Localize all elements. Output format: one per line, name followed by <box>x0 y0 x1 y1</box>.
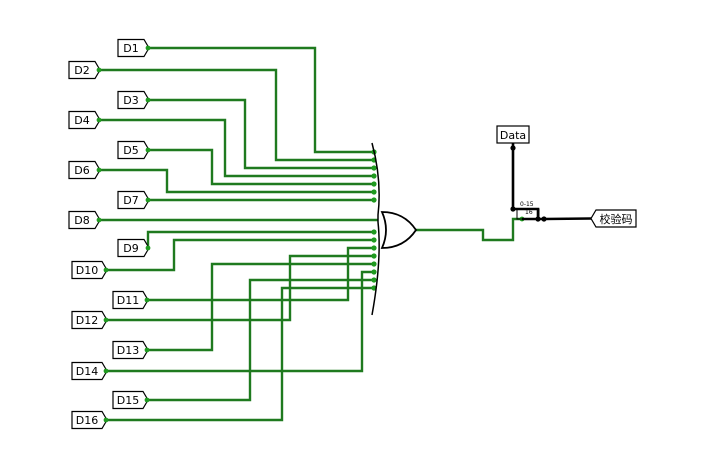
pin-output-dot <box>103 368 109 374</box>
wire-16[interactable] <box>106 286 374 422</box>
gate-output-wire[interactable] <box>416 217 522 242</box>
or-gate[interactable] <box>371 142 418 316</box>
or-gate-body <box>380 211 418 249</box>
gate-input-dot-10 <box>371 237 377 243</box>
input-pin-d2[interactable]: D2 <box>68 60 102 80</box>
pin-output-dot <box>144 397 150 403</box>
input-pin-label: D8 <box>74 214 89 227</box>
wire-4[interactable] <box>99 118 374 178</box>
input-pin-label: D1 <box>123 42 138 55</box>
data-pin[interactable]: Data <box>496 125 530 144</box>
wire-11[interactable] <box>147 246 374 302</box>
wire-10[interactable] <box>106 238 374 272</box>
gate-input-dot-4 <box>371 173 377 179</box>
wires <box>99 46 525 422</box>
input-pin-d3[interactable]: D3 <box>117 90 151 110</box>
splitter-range-label: 0-15 <box>520 201 534 208</box>
wire-13[interactable] <box>147 262 374 352</box>
pin-output-dot <box>103 267 109 273</box>
bus-junction-dot <box>541 216 547 222</box>
input-pin-d6[interactable]: D6 <box>68 160 102 180</box>
gate-input-dot-12 <box>371 253 377 259</box>
wire-15[interactable] <box>147 278 374 402</box>
pin-output-dot <box>103 317 109 323</box>
input-pin-d1[interactable]: D1 <box>117 38 151 58</box>
input-pin-label: D16 <box>76 414 98 427</box>
splitter[interactable]: 0-15 16 <box>520 201 534 216</box>
input-pin-d8[interactable]: D8 <box>68 210 102 230</box>
input-pin-d10[interactable]: D10 <box>71 260 109 280</box>
gate-input-dot-14 <box>371 269 377 275</box>
wire-14[interactable] <box>106 270 374 373</box>
input-pin-d9[interactable]: D9 <box>117 238 151 258</box>
wire-2[interactable] <box>99 68 374 162</box>
pin-output-dot <box>96 217 102 223</box>
input-pin-d7[interactable]: D7 <box>117 190 151 210</box>
input-pin-label: D12 <box>76 314 98 327</box>
input-pin-label: D9 <box>123 242 138 255</box>
gate-input-dot-3 <box>371 165 377 171</box>
checksum-output-pin[interactable]: 校验码 <box>590 209 637 228</box>
input-pin-label: D5 <box>123 144 138 157</box>
pin-output-dot <box>145 245 151 251</box>
gate-input-dot-7 <box>371 197 377 203</box>
pin-output-dot <box>96 117 102 123</box>
pin-output-dot <box>96 167 102 173</box>
input-pin-label: D11 <box>117 294 139 307</box>
splitter-box <box>516 208 540 220</box>
input-pin-label: D2 <box>74 64 89 77</box>
pin-output-dot <box>145 45 151 51</box>
splitter-bit-label: 16 <box>525 209 533 216</box>
data-pin-label: Data <box>500 129 526 142</box>
pin-output-dot <box>103 417 109 423</box>
output-section: Data 校验码 0-15 16 <box>496 125 637 228</box>
wire-3[interactable] <box>148 98 374 170</box>
pin-output-dot <box>145 97 151 103</box>
bus-junction-dot <box>510 145 516 151</box>
gate-input-dot-13 <box>371 261 377 267</box>
gate-input-dot-9 <box>371 229 377 235</box>
pin-output-dot <box>96 67 102 73</box>
input-pin-label: D6 <box>74 164 89 177</box>
input-pin-label: D14 <box>76 365 98 378</box>
gate-input-dot-11 <box>371 245 377 251</box>
input-pin-d5[interactable]: D5 <box>117 140 151 160</box>
input-pin-label: D13 <box>117 344 139 357</box>
gate-input-dot-15 <box>371 277 377 283</box>
input-pin-d12[interactable]: D12 <box>71 310 109 330</box>
checksum-output-label: 校验码 <box>600 212 633 226</box>
input-pin-d11[interactable]: D11 <box>112 290 150 310</box>
wire-5[interactable] <box>148 148 374 186</box>
input-pin-d16[interactable]: D16 <box>71 410 109 430</box>
gate-input-dot-6 <box>371 189 377 195</box>
input-pin-d15[interactable]: D15 <box>112 390 150 410</box>
bus-junction-dot <box>510 206 516 212</box>
input-pin-label: D10 <box>76 264 98 277</box>
input-pin-d4[interactable]: D4 <box>68 110 102 130</box>
input-pin-label: D15 <box>117 394 139 407</box>
input-pin-d13[interactable]: D13 <box>112 340 150 360</box>
pin-output-dot <box>145 197 151 203</box>
input-pin-label: D4 <box>74 114 89 127</box>
input-pin-d14[interactable]: D14 <box>71 361 109 381</box>
pin-output-dot <box>145 147 151 153</box>
wire-6[interactable] <box>99 168 374 194</box>
wire-9[interactable] <box>146 230 374 248</box>
input-pin-label: D7 <box>123 194 138 207</box>
pin-output-dot <box>144 297 150 303</box>
gate-input-dot-5 <box>371 181 377 187</box>
pin-output-dot <box>144 347 150 353</box>
input-pin-label: D3 <box>123 94 138 107</box>
or-gate-input-bar <box>371 142 380 316</box>
wire-1[interactable] <box>148 46 374 154</box>
